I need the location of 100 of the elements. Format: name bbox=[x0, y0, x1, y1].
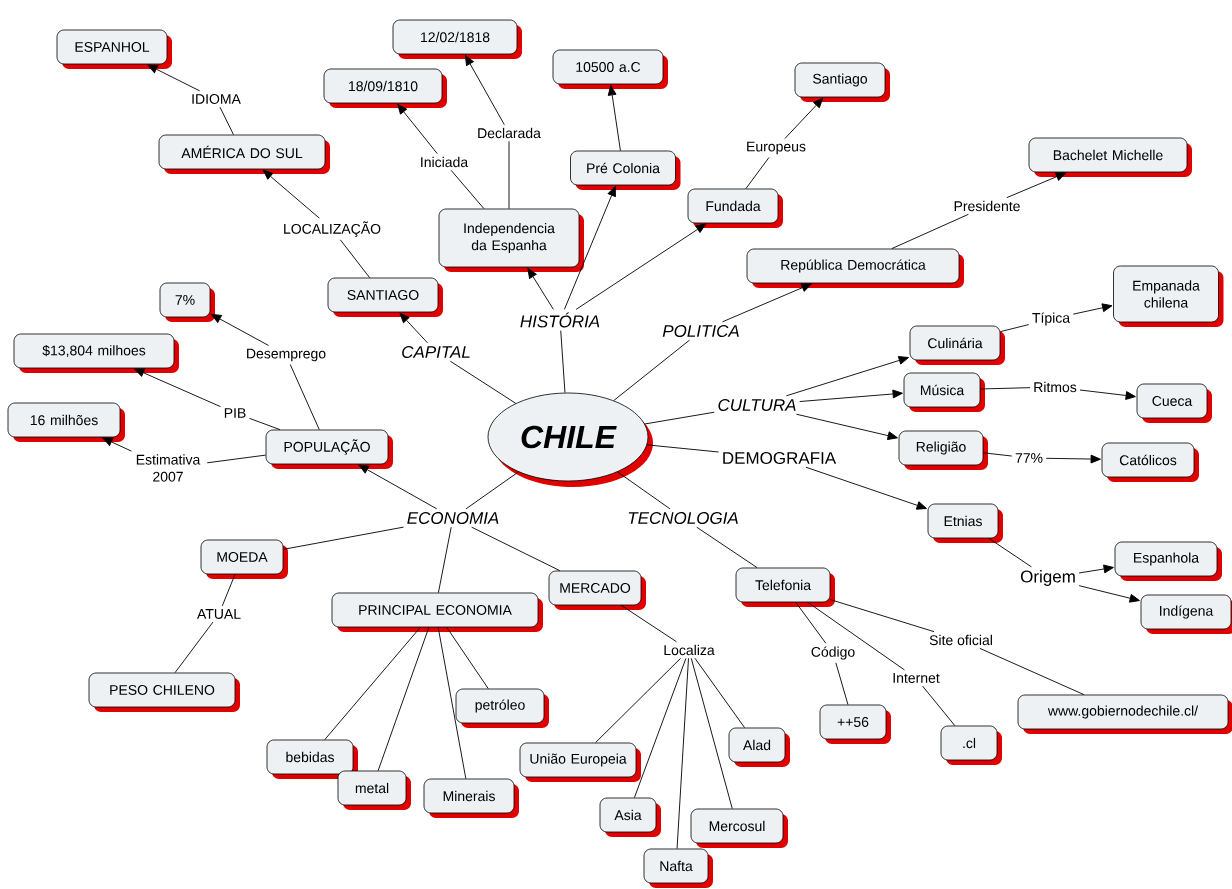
linking-phrase: Código bbox=[811, 646, 855, 660]
connector-line bbox=[922, 685, 956, 727]
concept-box: Asia bbox=[599, 797, 661, 837]
arrow bbox=[147, 64, 201, 92]
arrow bbox=[102, 437, 132, 452]
linking-phrase: PIB bbox=[224, 408, 246, 418]
linking-phrase: Declarada bbox=[478, 127, 541, 139]
concept-box: MOEDA bbox=[200, 539, 288, 579]
concept-box: Nafta bbox=[643, 848, 713, 888]
concept-box: Indígena bbox=[1140, 594, 1232, 634]
connector-line bbox=[449, 360, 517, 404]
connector-line bbox=[807, 601, 905, 671]
linking-phrase: HISTÓRIA bbox=[520, 312, 600, 328]
concept-box: metal bbox=[337, 770, 411, 810]
arrow bbox=[784, 97, 824, 139]
concept-box: PESO CHILENO bbox=[88, 672, 240, 712]
linking-phrase: POLITICA bbox=[662, 325, 739, 337]
arrow bbox=[1078, 585, 1140, 603]
connector-line bbox=[617, 471, 671, 510]
arrow bbox=[722, 283, 812, 323]
arrow bbox=[527, 267, 554, 310]
linking-phrase: Estimativa 2007 bbox=[136, 454, 201, 482]
connector-line bbox=[646, 444, 720, 453]
connector-line bbox=[560, 330, 566, 394]
concept-box: Bachelet Michelle bbox=[1028, 137, 1192, 177]
connector-line bbox=[795, 601, 827, 644]
arrow bbox=[796, 413, 898, 440]
connector-line bbox=[437, 526, 452, 594]
arrow bbox=[399, 312, 428, 344]
connector-line bbox=[221, 573, 236, 607]
arrow bbox=[1006, 172, 1067, 199]
concept-box: Etnias bbox=[927, 503, 1003, 543]
linking-phrase: CULTURA bbox=[718, 399, 796, 411]
concept-box: Pré Colonia bbox=[570, 150, 681, 190]
arrow bbox=[1079, 389, 1136, 400]
linking-phrase: Típica bbox=[1032, 312, 1071, 326]
connector-line bbox=[620, 604, 677, 643]
connector-line bbox=[891, 213, 969, 250]
concept-box: .cl bbox=[940, 725, 1002, 765]
concept-box: Católicos bbox=[1101, 442, 1199, 482]
arrow bbox=[607, 85, 621, 152]
concept-box: www.gobiernodechile.cl/ bbox=[1017, 694, 1232, 734]
concept-box: Minerais bbox=[423, 778, 519, 818]
linking-phrase: Iniciada bbox=[421, 156, 469, 168]
connector-line bbox=[999, 324, 1030, 333]
concept-box: Música bbox=[903, 372, 985, 412]
arrow bbox=[1045, 454, 1101, 464]
connector-line bbox=[745, 157, 770, 190]
concept-box: MERCADO bbox=[548, 570, 646, 610]
linking-phrase: Presidente bbox=[954, 200, 1020, 212]
arrow bbox=[358, 464, 438, 510]
concept-box: Alad bbox=[728, 727, 790, 767]
linking-phrase: Origem bbox=[1020, 570, 1075, 586]
concept-box: $13,804 milhoes bbox=[13, 333, 179, 373]
connector-line bbox=[988, 537, 1032, 568]
linking-phrase: LOCALIZAÇÃO bbox=[284, 221, 381, 237]
concept-box: bebidas bbox=[266, 739, 358, 779]
concept-box: POPULAÇÃO bbox=[265, 429, 393, 469]
connector-line bbox=[982, 452, 1013, 457]
arrow bbox=[397, 103, 438, 155]
arrow bbox=[262, 169, 320, 219]
connector-line bbox=[282, 526, 404, 550]
linking-phrase: CAPITAL bbox=[402, 346, 470, 358]
linking-phrase: Localiza bbox=[664, 644, 715, 656]
linking-phrase: IDIOMA bbox=[192, 94, 241, 104]
connector-line bbox=[595, 657, 682, 744]
concept-box: Fundada bbox=[687, 188, 783, 228]
connector-line bbox=[979, 647, 1085, 696]
connector-line bbox=[471, 526, 561, 572]
arrow bbox=[799, 389, 903, 402]
arrow bbox=[575, 223, 707, 310]
concept-box: AMÉRICA DO SUL bbox=[158, 134, 330, 174]
linking-phrase: ATUAL bbox=[197, 609, 241, 619]
connector-line bbox=[979, 387, 1031, 390]
connector-line bbox=[377, 626, 430, 772]
connector-line bbox=[508, 140, 510, 210]
arrow bbox=[464, 55, 505, 126]
concept-box: ++56 bbox=[819, 704, 891, 744]
linking-phrase: Internet bbox=[893, 673, 940, 683]
concept-box: 7% bbox=[159, 282, 215, 322]
concept-box: União Europeia bbox=[519, 742, 641, 782]
concept-box: Cueca bbox=[1136, 383, 1212, 423]
arrow bbox=[805, 466, 927, 510]
connector-line bbox=[446, 626, 489, 690]
linking-phrase: Ritmos bbox=[1034, 381, 1077, 393]
connector-line bbox=[465, 471, 519, 510]
concept-box: petróleo bbox=[455, 688, 549, 728]
linking-phrase: 77% bbox=[1015, 453, 1043, 463]
concept-box: Empanada chilena bbox=[1113, 265, 1224, 327]
connector-line bbox=[174, 621, 214, 674]
concept-box: República Democrática bbox=[746, 248, 964, 288]
concept-box: Santiago bbox=[794, 62, 890, 102]
connector-line bbox=[437, 626, 467, 780]
connector-line bbox=[450, 169, 485, 210]
arrow bbox=[134, 368, 221, 408]
arrow bbox=[785, 356, 909, 397]
connector-line bbox=[289, 364, 320, 431]
arrow bbox=[211, 313, 270, 346]
connector-line bbox=[676, 657, 689, 850]
linking-phrase: TECNOLOGIA bbox=[628, 512, 738, 524]
